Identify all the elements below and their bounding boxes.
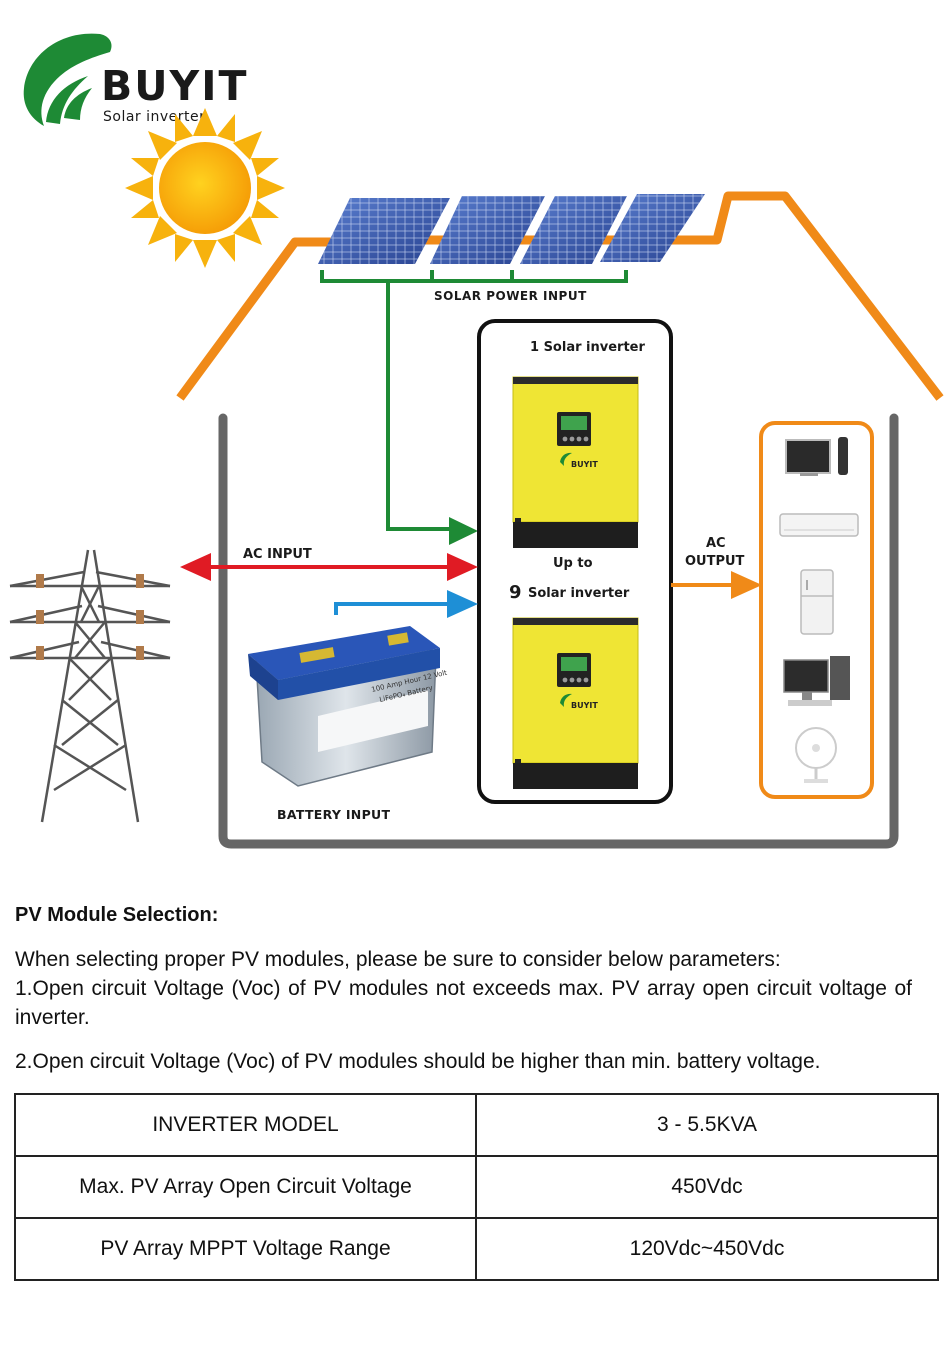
pv-section-title: PV Module Selection: [15, 904, 219, 926]
ac-input-right-arrow-icon [447, 553, 478, 581]
pv-item-1: 1.Open circuit Voltage (Voc) of PV modul… [15, 977, 912, 1029]
system-diagram: BUYIT Solar inverter [9, 33, 944, 849]
ac-input-left-arrow-icon [180, 553, 211, 581]
inverter-bottom-label: Solar inverter [528, 586, 630, 601]
table-row: PV Array MPPT Voltage Range 120Vdc~450Vd… [14, 1217, 939, 1281]
inverter-unit: BUYIT [512, 376, 639, 548]
battery-arrow-icon [447, 590, 478, 618]
inverter-count: 9 [509, 582, 522, 603]
pv-item-2: 2.Open circuit Voltage (Voc) of PV modul… [15, 1050, 821, 1073]
solar-arrow-icon [449, 517, 478, 545]
battery-input-label: BATTERY INPUT [277, 807, 390, 822]
brand-tagline: Solar inverter [103, 109, 205, 125]
upto-label: Up to [553, 556, 593, 571]
inverter-brand: BUYIT [571, 701, 598, 710]
ac-output-label-1: AC [706, 536, 726, 551]
battery-icon: 100 Amp Hour 12 Volt LiFePO₄ Battery [248, 626, 448, 787]
inverter-brand: BUYIT [571, 460, 598, 469]
insulator-icons [36, 574, 144, 660]
solar-input-line [320, 270, 628, 531]
battery-input-line [334, 590, 478, 618]
ac-input-line [180, 553, 478, 581]
table-cell-value: 450Vdc [475, 1155, 939, 1219]
power-tower-icon [9, 549, 171, 823]
spec-table: INVERTER MODEL 3 - 5.5KVA Max. PV Array … [14, 1093, 939, 1281]
ac-output-line [671, 571, 762, 599]
inverter-unit: BUYIT [512, 617, 639, 789]
sun-icon [125, 108, 285, 268]
table-row: INVERTER MODEL 3 - 5.5KVA [14, 1093, 939, 1157]
pv-intro-text: When selecting proper PV modules, please… [15, 948, 781, 971]
house-walls [218, 413, 899, 849]
table-cell-value: 3 - 5.5KVA [475, 1093, 939, 1157]
table-cell-label: INVERTER MODEL [14, 1093, 477, 1157]
table-cell-value: 120Vdc~450Vdc [475, 1217, 939, 1281]
ac-output-arrow-icon [731, 571, 762, 599]
ac-output-label-2: OUTPUT [685, 554, 745, 569]
leaf-icon [23, 33, 112, 126]
fan-icon [795, 727, 837, 783]
brand-name: BUYIT [101, 62, 248, 110]
table-cell-label: Max. PV Array Open Circuit Voltage [14, 1155, 477, 1219]
solar-panel-icon [318, 194, 705, 264]
table-cell-label: PV Array MPPT Voltage Range [14, 1217, 477, 1281]
refrigerator-icon [800, 569, 834, 635]
inverter-top-label: 1 Solar inverter [530, 340, 645, 355]
air-conditioner-icon [779, 513, 859, 537]
computer-icon [783, 656, 850, 706]
ac-input-label: AC INPUT [243, 547, 312, 562]
solar-input-label: SOLAR POWER INPUT [434, 289, 587, 303]
brand-logo: BUYIT Solar inverter [23, 33, 248, 126]
table-row: Max. PV Array Open Circuit Voltage 450Vd… [14, 1155, 939, 1219]
tv-icon [785, 437, 848, 476]
